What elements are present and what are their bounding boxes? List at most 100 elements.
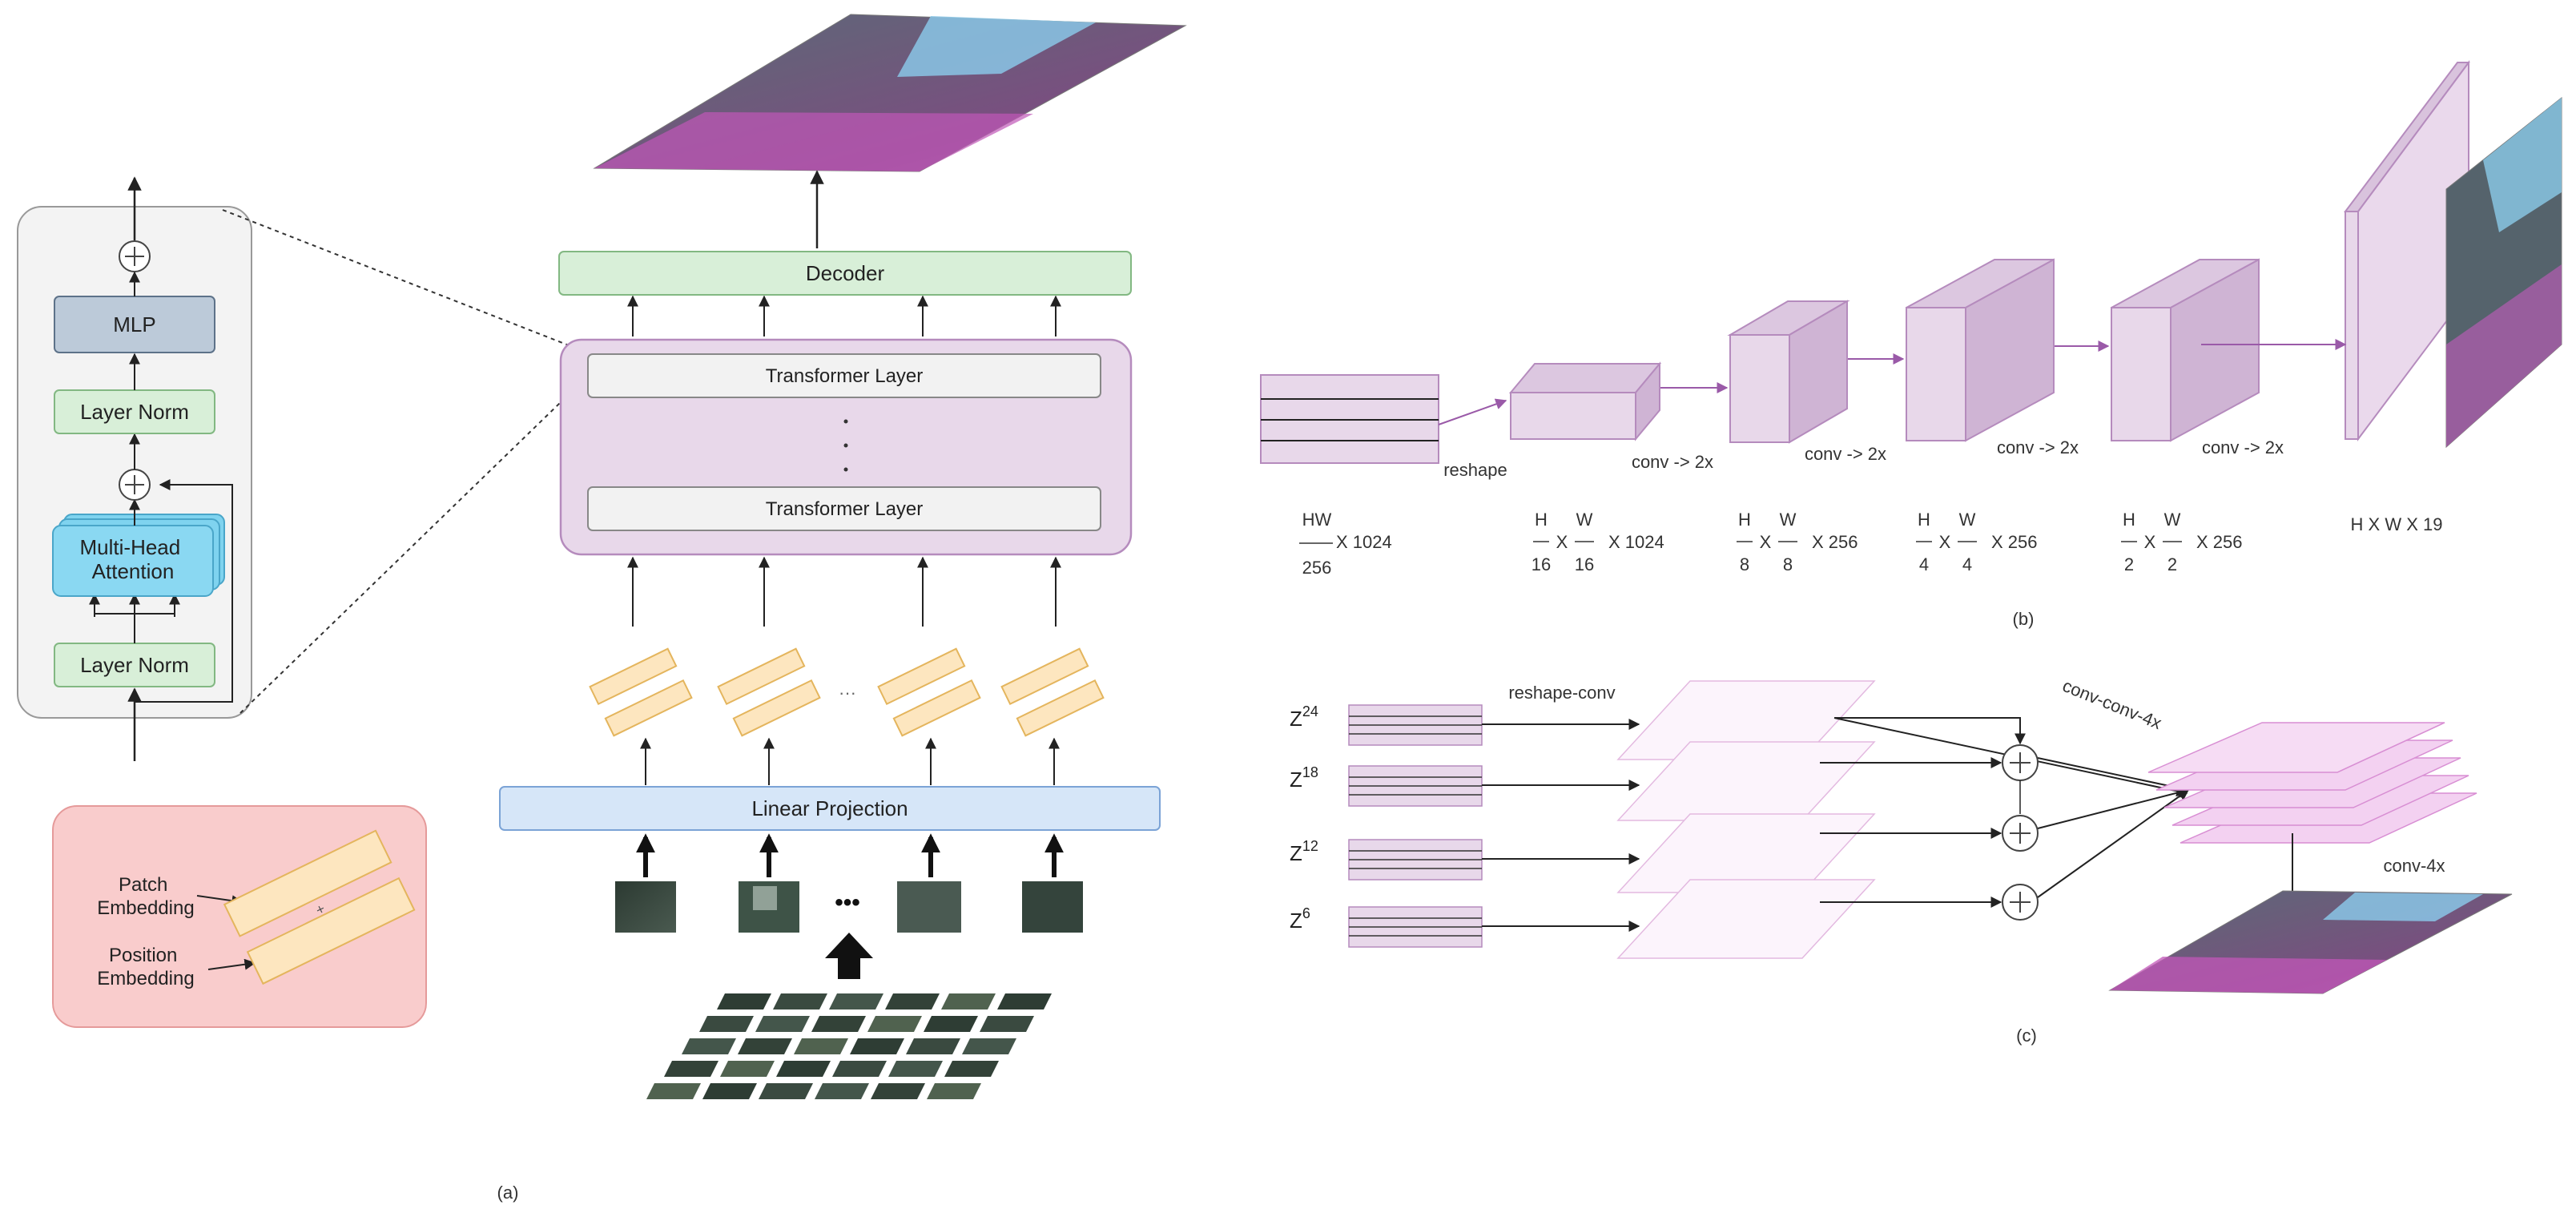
final-output-volume bbox=[2343, 59, 2562, 449]
top-to-sum-arrow bbox=[1834, 717, 2026, 745]
patch-thumbnails bbox=[615, 881, 1083, 933]
grid-patch bbox=[738, 1038, 792, 1054]
patch-thumb-2-tree bbox=[753, 886, 777, 910]
embedding-pair-4 bbox=[1000, 647, 1105, 737]
panel-a: Layer Norm Multi-Head Attention L bbox=[17, 14, 1187, 1203]
position-embedding-bar bbox=[1016, 679, 1105, 737]
layer-norm-bottom-label: Layer Norm bbox=[80, 653, 189, 677]
dim-h-den: 16 bbox=[1532, 554, 1551, 574]
grid-patch bbox=[717, 993, 771, 1009]
grid-patch bbox=[962, 1038, 1016, 1054]
grid-patch bbox=[699, 1016, 754, 1032]
legend-position-arrow bbox=[207, 958, 256, 970]
z-superscript: 6 bbox=[1302, 905, 1310, 921]
dim-h-den: 4 bbox=[1919, 554, 1929, 574]
dim-w-den: 2 bbox=[2167, 554, 2177, 574]
residual-connection-1 bbox=[135, 479, 233, 703]
linear-projection-label: Linear Projection bbox=[751, 796, 908, 820]
attention-box bbox=[52, 525, 214, 597]
dim0-den: 256 bbox=[1302, 558, 1332, 578]
grid-patch bbox=[755, 1016, 810, 1032]
dim-suffix: X 1024 bbox=[1608, 532, 1664, 552]
feature-row-4: Z6 bbox=[1290, 789, 2190, 959]
position-embedding-bar bbox=[732, 679, 821, 737]
grid-patch bbox=[980, 1016, 1034, 1032]
final-seg-sky bbox=[2483, 98, 2562, 232]
grid-patch bbox=[885, 993, 940, 1009]
grid-patch bbox=[944, 1061, 999, 1077]
dim-w-den: 16 bbox=[1575, 554, 1594, 574]
legend-position-label: Position Embedding bbox=[97, 945, 194, 989]
segmentation-output-c bbox=[2108, 890, 2513, 994]
dim-w-den: 8 bbox=[1783, 554, 1793, 574]
legend-embedding-pair: + bbox=[223, 829, 416, 985]
grid-patch bbox=[815, 1083, 869, 1099]
feature-map-front bbox=[1906, 307, 1966, 441]
sum-to-fuse-arrow bbox=[2037, 787, 2190, 829]
seg-map-road-c bbox=[2110, 957, 2387, 993]
attention-label-line2: Attention bbox=[92, 559, 175, 583]
grid-patch bbox=[924, 1016, 978, 1032]
dim-h-num: H bbox=[1535, 510, 1548, 530]
grid-patch bbox=[888, 1061, 943, 1077]
feature-map-stages bbox=[1508, 258, 2260, 444]
dim0-suffix: X 1024 bbox=[1336, 532, 1392, 552]
grid-patch bbox=[702, 1083, 757, 1099]
patch-thumb-4 bbox=[1022, 881, 1083, 933]
final-seg-road bbox=[2446, 264, 2562, 447]
feature-row-3: Z12 bbox=[1290, 787, 2190, 893]
z-label: Z12 bbox=[1290, 838, 1318, 865]
patch-ellipsis: ••• bbox=[835, 889, 860, 916]
grid-patch bbox=[776, 1061, 831, 1077]
legend-patch-bar bbox=[223, 829, 392, 937]
dim-w-num: W bbox=[2164, 510, 2181, 530]
dim-h-den: 2 bbox=[2124, 554, 2134, 574]
grid-patch bbox=[794, 1038, 848, 1054]
panel-c: reshape-conv conv-conv-4x conv-4x Z24Z18… bbox=[1290, 675, 2513, 1046]
legend-patch-label: Patch Embedding bbox=[97, 874, 194, 919]
zoom-line-top bbox=[222, 209, 588, 353]
patch-embedding-bar bbox=[589, 647, 678, 706]
embedding-ellipsis: ··· bbox=[839, 683, 856, 703]
decoder-label: Decoder bbox=[806, 261, 885, 285]
embedding-legend: Patch Embedding Position Embedding + bbox=[52, 805, 427, 1028]
caption-c: (c) bbox=[2016, 1026, 2037, 1046]
transformer-layer-2-label: Transformer Layer bbox=[766, 498, 924, 520]
conv-label-4: conv -> 2x bbox=[2202, 437, 2284, 457]
zoom-line-bottom bbox=[239, 376, 588, 714]
dim0-num: HW bbox=[1302, 510, 1332, 530]
ellipsis-dot-2 bbox=[843, 443, 848, 448]
patch-embedding-bar bbox=[877, 647, 966, 706]
grid-patch bbox=[759, 1083, 813, 1099]
feature-map-4 bbox=[2111, 258, 2260, 442]
final-volume-front bbox=[2345, 211, 2359, 440]
ellipsis-dot-3 bbox=[843, 467, 848, 472]
transformer-layer-1-label: Transformer Layer bbox=[766, 365, 924, 387]
image-patch-grid bbox=[646, 993, 1052, 1099]
transformer-layer-2-box bbox=[587, 486, 1101, 531]
dim-w-num: W bbox=[1959, 510, 1976, 530]
feature-row-2: Z18 bbox=[1290, 741, 2190, 821]
layer-norm-top-label: Layer Norm bbox=[80, 400, 189, 424]
dim-suffix: X 256 bbox=[1812, 532, 1858, 552]
encoder-block-detail: Layer Norm Multi-Head Attention L bbox=[17, 176, 252, 761]
conv-label-1: conv -> 2x bbox=[1632, 452, 1713, 472]
fused-plane-5 bbox=[2147, 722, 2445, 773]
attn-split-lines bbox=[94, 613, 175, 617]
patch-thumb-3 bbox=[897, 881, 961, 933]
grid-patch bbox=[906, 1038, 960, 1054]
grid-patch bbox=[941, 993, 996, 1009]
grid-patch bbox=[682, 1038, 736, 1054]
dim-w-num: W bbox=[1780, 510, 1797, 530]
feature-map-2 bbox=[1727, 300, 1850, 444]
dim-w-num: W bbox=[1576, 510, 1593, 530]
embedding-pair-2 bbox=[717, 647, 821, 737]
conv-4x-label: conv-4x bbox=[2383, 856, 2445, 876]
